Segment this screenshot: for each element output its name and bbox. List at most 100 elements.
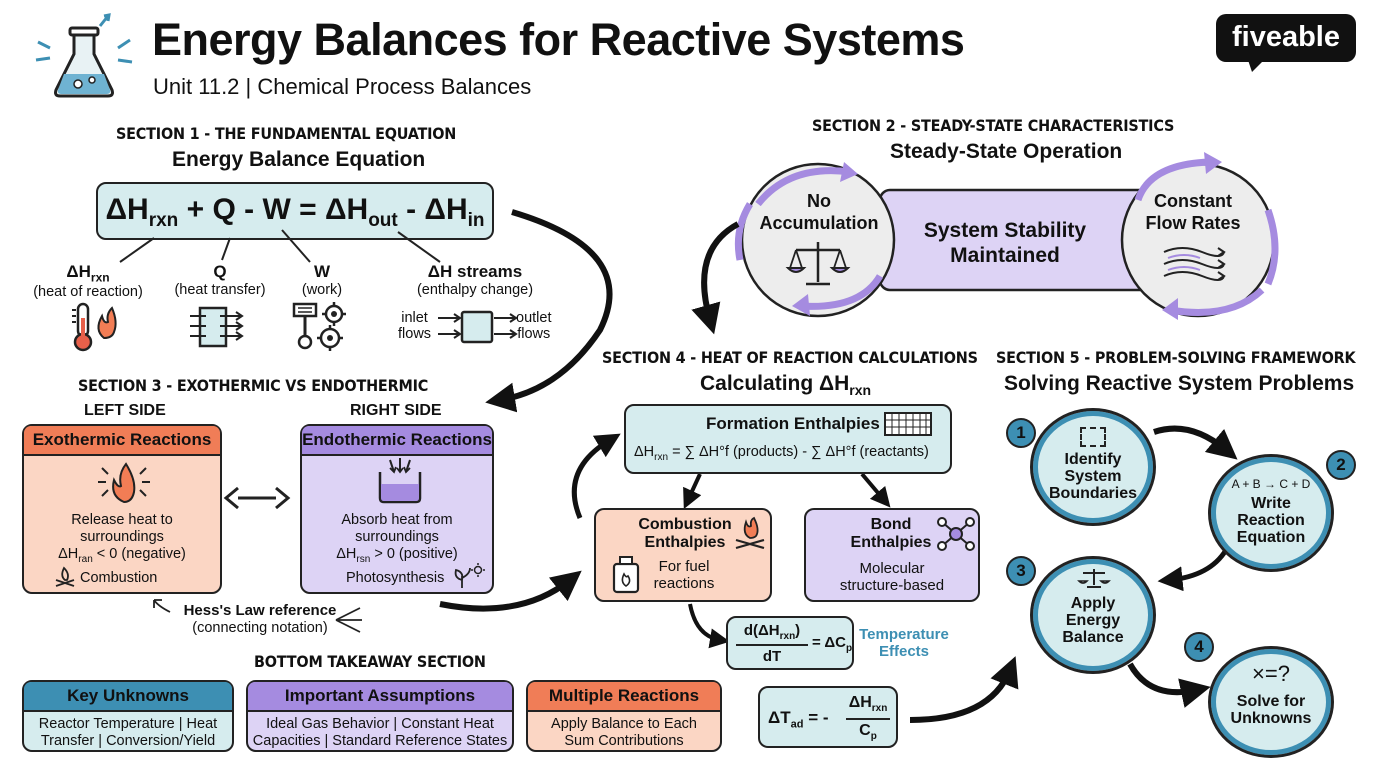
reaction-hint: A + B → C + D — [1231, 477, 1311, 491]
flask-icon — [35, 13, 133, 98]
bond-enthalpies-box: Bond Enthalpies Molecular structure-base… — [804, 508, 980, 602]
brand-logo-part-b: able — [1281, 21, 1340, 53]
fuel-can-icon — [612, 556, 640, 594]
outlet-label: outlet flows — [516, 310, 552, 342]
step-apply-balance: Apply Energy Balance — [1030, 556, 1156, 674]
exo-example: Combustion — [80, 570, 158, 586]
heat-transfer-icon — [190, 306, 244, 348]
adiabatic-denominator: Cp — [859, 722, 877, 743]
section4-label: SECTION 4 - HEAT OF REACTION CALCULATION… — [602, 348, 978, 367]
assumptions-text: Ideal Gas Behavior | Constant Heat Capac… — [252, 716, 508, 749]
step-number-3: 3 — [1006, 556, 1036, 586]
section3-label: SECTION 3 - EXOTHERMIC VS ENDOTHERMIC — [78, 376, 429, 395]
section4-title: Calculating ΔHrxn — [700, 372, 872, 399]
exothermic-card: Exothermic Reactions Release heat to sur… — [22, 424, 222, 594]
temperature-effects-label: Temperature Effects — [859, 626, 949, 660]
derivative-rhs: = ΔCp — [812, 634, 853, 654]
system-stability-label: System Stability Maintained — [923, 219, 1087, 267]
temperature-derivative-box: d(ΔHrxn) dT = ΔCp — [726, 616, 854, 670]
beaker-absorb-icon — [378, 458, 422, 504]
section2-title: Steady-State Operation — [890, 140, 1123, 163]
flow-streams-icon — [1163, 247, 1226, 281]
endo-example: Photosynthesis — [346, 570, 445, 586]
step-number-2: 2 — [1326, 450, 1356, 480]
section5-label: SECTION 5 - PROBLEM-SOLVING FRAMEWORK — [996, 348, 1356, 367]
combustion-title: Combustion Enthalpies — [638, 516, 732, 551]
balance-scale-icon — [1077, 569, 1111, 588]
combustion-enthalpies-box: Combustion Enthalpies For fuel reactions — [594, 508, 772, 602]
inlet-label: inlet flows — [398, 310, 432, 342]
brand-logo-part-a: five — [1231, 21, 1282, 53]
step-write-reaction: A + B → C + D Write Reaction Equation — [1208, 454, 1334, 572]
campfire-icon — [735, 516, 765, 550]
stream-flow-icon — [438, 310, 518, 344]
thermometer-flame-icon — [72, 302, 117, 352]
endothermic-title: Endothermic Reactions — [302, 426, 492, 456]
derivative-numerator: d(ΔHrxn) — [743, 622, 801, 642]
derivative-denominator: dT — [762, 648, 782, 665]
energy-balance-equation: ΔHrxn + Q - W = ΔHout - ΔHin — [96, 182, 494, 240]
section1-title: Energy Balance Equation — [172, 148, 426, 171]
right-side-label: RIGHT SIDE — [350, 402, 442, 419]
section1-label: SECTION 1 - THE FUNDAMENTAL EQUATION — [116, 124, 457, 143]
solve-hint: ×=? — [1252, 661, 1290, 686]
bottom-label: BOTTOM TAKEAWAY SECTION — [254, 652, 486, 671]
campfire-icon — [55, 566, 75, 587]
hess-law-note: (connecting notation) — [192, 620, 328, 636]
page-subtitle: Unit 11.2 | Chemical Process Balances — [153, 74, 532, 99]
key-unknowns-title: Key Unknowns — [24, 682, 232, 712]
steady-state-cycle — [734, 152, 1279, 320]
exothermic-title: Exothermic Reactions — [24, 426, 220, 456]
balance-scale-icon — [785, 242, 851, 286]
bond-title: Bond Enthalpies — [850, 516, 932, 551]
step-solve-unknowns: ×=? Solve for Unknowns — [1208, 646, 1334, 758]
endo-condition: ΔHrsn > 0 (positive) — [336, 546, 458, 565]
left-side-label: LEFT SIDE — [84, 402, 166, 419]
endo-description: Absorb heat from surroundings — [341, 512, 453, 545]
adiabatic-lhs: ΔTad = - — [768, 708, 829, 731]
step-identify-boundaries: Identify System Boundaries — [1030, 408, 1156, 526]
card-key-unknowns: Key Unknowns Reactor Temperature | Heat … — [22, 680, 234, 752]
periodic-table-icon — [884, 412, 932, 436]
term-q: Q (heat transfer) — [174, 262, 266, 298]
multiple-reactions-title: Multiple Reactions — [528, 682, 720, 712]
key-unknowns-text: Reactor Temperature | Heat Transfer | Co… — [38, 716, 218, 749]
adiabatic-line — [846, 718, 890, 720]
no-accumulation-label: No Accumulation — [759, 191, 879, 233]
term-dh-rxn: ΔHrxn (heat of reaction) — [33, 262, 143, 301]
multiple-reactions-text: Apply Balance to Each Sum Contributions — [551, 716, 697, 749]
piston-gear-icon — [292, 302, 346, 351]
dashed-boundary-icon — [1080, 427, 1106, 447]
card-multiple-reactions: Multiple Reactions Apply Balance to Each… — [526, 680, 722, 752]
formation-enthalpies-box: Formation Enthalpies ΔHrxn = ∑ ΔH°f (pro… — [624, 404, 952, 474]
hess-arrows-icon — [153, 599, 362, 633]
logo-tail — [1248, 60, 1264, 72]
section2-label: SECTION 2 - STEADY-STATE CHARACTERISTICS — [812, 116, 1175, 135]
molecule-icon — [937, 517, 975, 551]
hess-law-label: Hess's Law reference — [183, 602, 337, 619]
formation-title: Formation Enthalpies — [706, 414, 880, 433]
exo-condition: ΔHran < 0 (negative) — [58, 546, 186, 565]
brand-logo: fiveable — [1216, 14, 1356, 62]
step-number-1: 1 — [1006, 418, 1036, 448]
assumptions-title: Important Assumptions — [248, 682, 512, 712]
adiabatic-numerator: ΔHrxn — [848, 694, 888, 715]
endothermic-card: Endothermic Reactions Absorb heat from s… — [300, 424, 494, 594]
page-title: Energy Balances for Reactive Systems — [152, 14, 965, 65]
constant-flow-label: Constant Flow Rates — [1145, 191, 1241, 233]
bond-desc: Molecular structure-based — [839, 560, 945, 594]
card-assumptions: Important Assumptions Ideal Gas Behavior… — [246, 680, 514, 752]
flame-icon — [98, 462, 150, 504]
adiabatic-temperature-box: ΔTad = - ΔHrxn Cp — [758, 686, 898, 748]
combustion-desc: For fuel reactions — [653, 558, 715, 592]
section5-title: Solving Reactive System Problems — [1004, 372, 1355, 395]
term-w: W (work) — [301, 262, 343, 298]
derivative-line — [736, 644, 808, 646]
formation-formula: ΔHrxn = ∑ ΔH°f (products) - ∑ ΔH°f (reac… — [634, 444, 929, 463]
exo-description: Release heat to surroundings — [71, 512, 173, 545]
plant-sun-icon — [454, 563, 485, 588]
term-dh-streams: ΔH streams (enthalpy change) — [416, 262, 534, 298]
step-number-4: 4 — [1184, 632, 1214, 662]
